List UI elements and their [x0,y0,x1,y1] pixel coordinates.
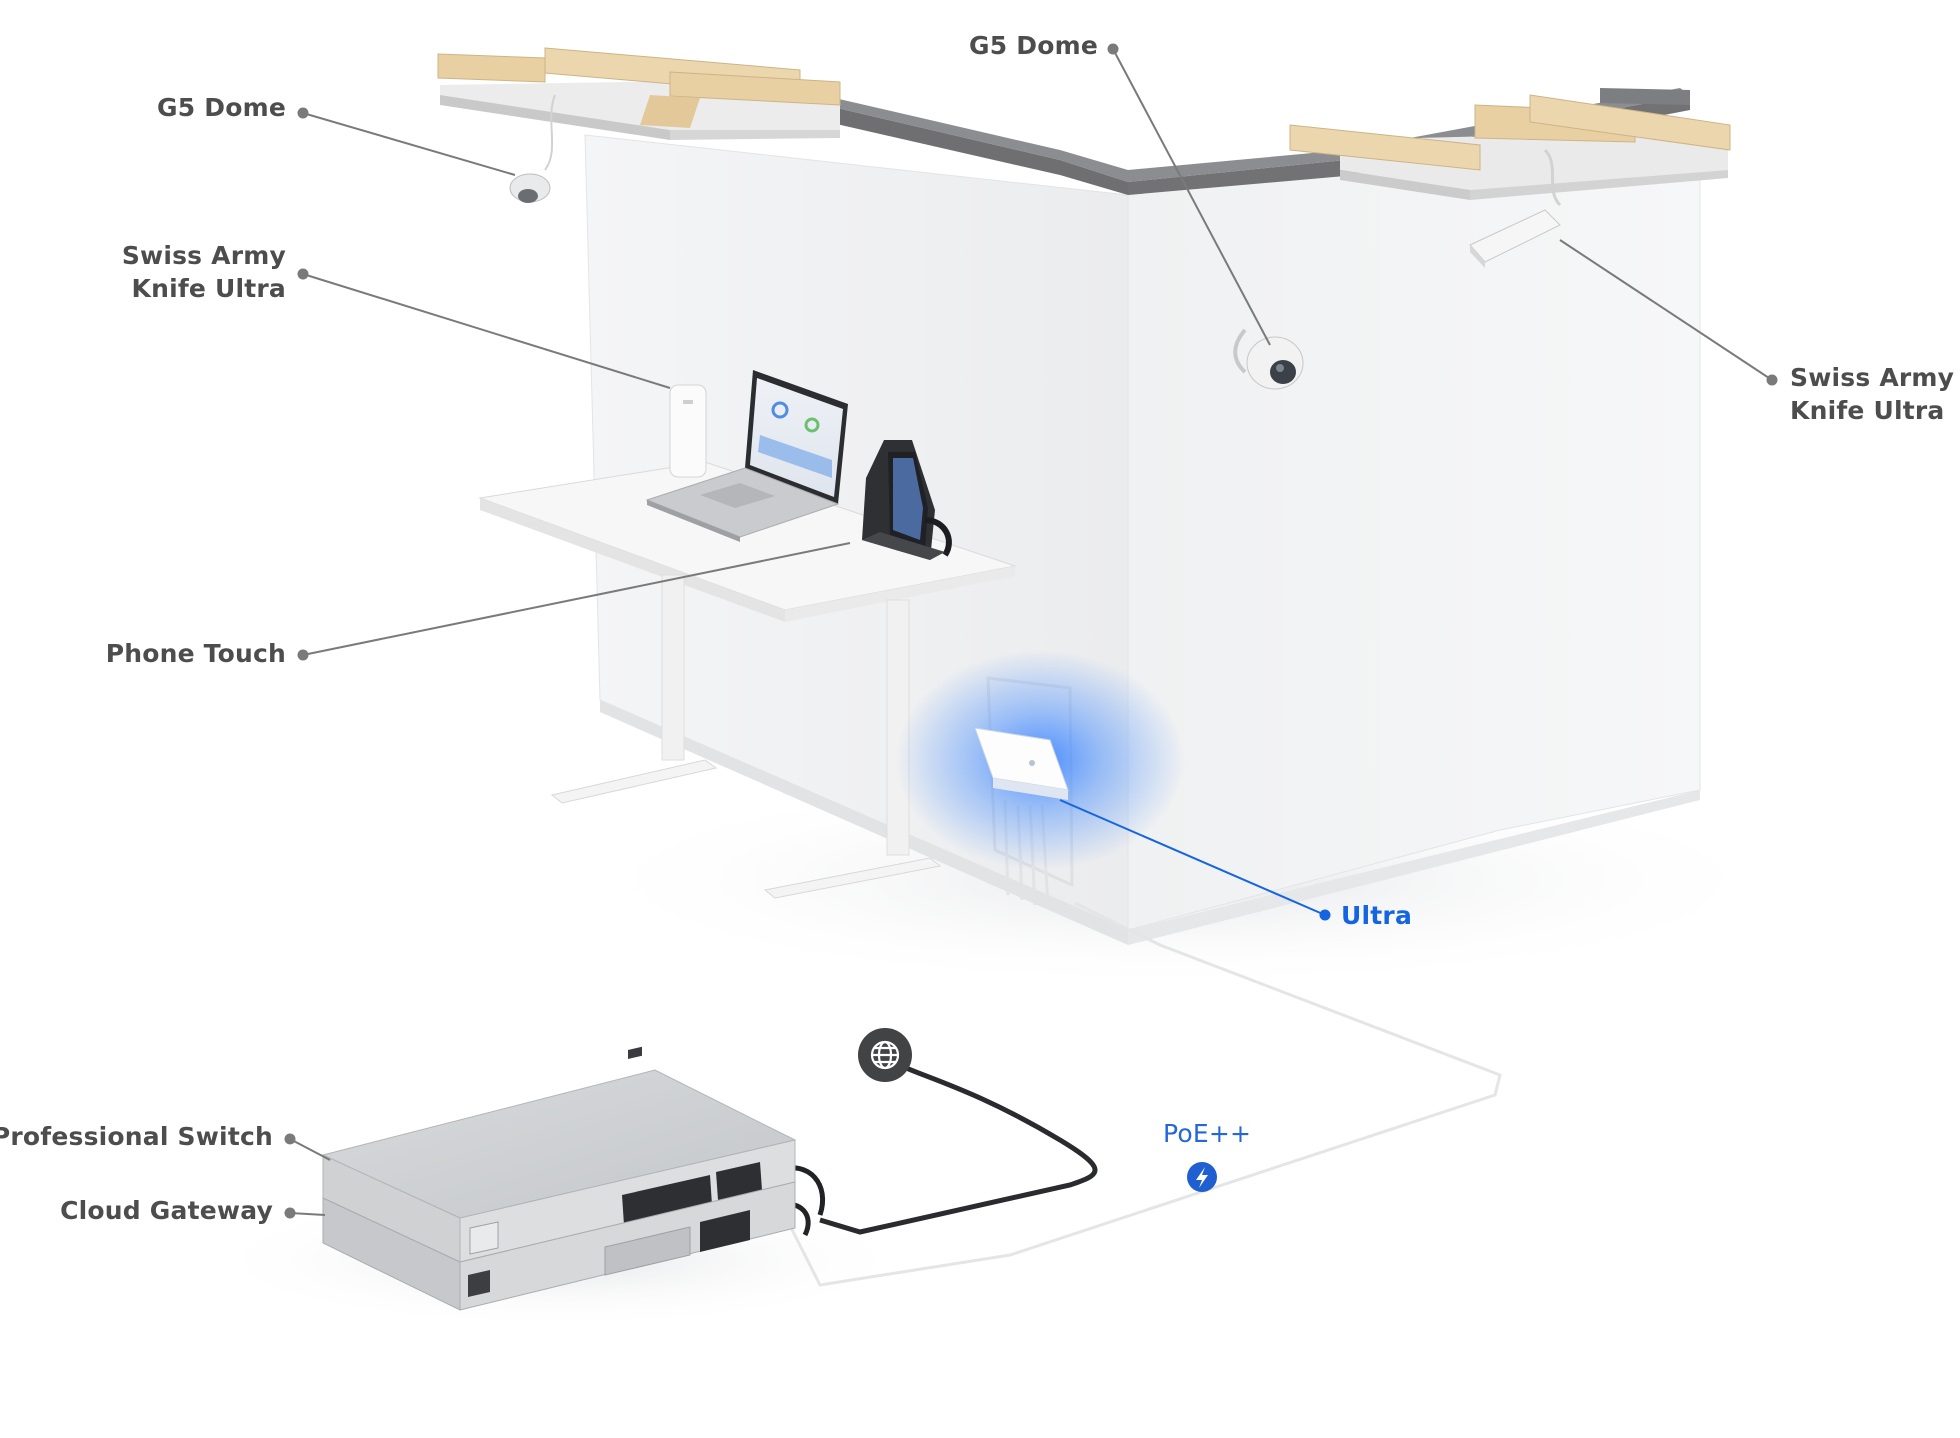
label-swiss-army-knife-right: Swiss Army Knife Ultra [1790,361,1954,427]
label-swiss-right-line2: Knife Ultra [1790,396,1945,425]
label-g5-dome-left: G5 Dome [157,93,286,122]
internet-badge [858,1028,912,1082]
callout-dots [284,43,1778,1219]
ultra-callout-dot [1319,909,1331,921]
g5-dome-left-device [509,94,556,203]
switch-stack [321,1046,797,1311]
label-ultra: Ultra [1341,901,1413,930]
g5-dome-center-device [1233,328,1304,390]
poe-badge [1187,1162,1217,1192]
phone-touch-device [862,440,952,560]
callout-lines [289,48,1773,1216]
label-phone-touch: Phone Touch [105,639,286,668]
ceiling-left [437,47,841,140]
label-cloud-gateway: Cloud Gateway [60,1196,273,1225]
label-professional-switch: Professional Switch [0,1122,273,1151]
ultra-callout-line [1059,799,1326,916]
internet-cable [819,1056,1098,1235]
poe-cable [770,901,1502,1287]
laptop [645,370,848,542]
label-swiss-left-line1: Swiss Army [121,241,286,270]
lightning-bolt-icon [1196,1167,1208,1188]
desk [478,461,1017,899]
globe-icon [870,1040,900,1070]
label-poe: PoE++ [1163,1119,1252,1148]
swiss-army-knife-left-device [669,384,707,478]
ceiling-right [1289,88,1731,200]
label-swiss-right-line1: Swiss Army [1790,363,1955,392]
swiss-army-knife-right-device [1469,148,1562,268]
label-g5-dome-center: G5 Dome [969,31,1098,60]
label-swiss-army-knife-left: Swiss Army Knife Ultra [122,239,286,305]
label-swiss-left-line2: Knife Ultra [131,274,286,303]
ultra-device [974,727,1069,800]
